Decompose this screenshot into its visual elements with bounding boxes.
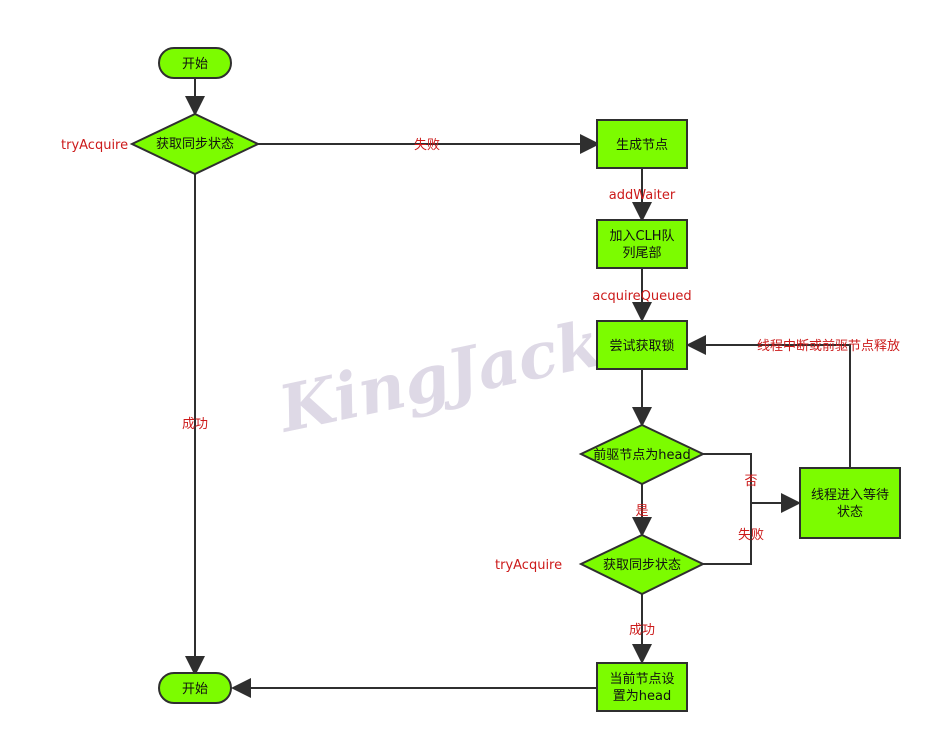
wait-state-label-line-1: 线程进入等待 (811, 487, 889, 503)
generate-node-box (596, 119, 688, 169)
enqueue-node-label-line-2: 列尾部 (622, 246, 661, 261)
set-head-box (596, 662, 688, 712)
acquire-queued-label: acquireQueued (592, 289, 691, 304)
try-acquire-label-left: tryAcquire (61, 138, 128, 153)
yes-label: 是 (635, 504, 648, 519)
set-head-label-line-1: 当前节点设 (609, 671, 674, 687)
end-node-label: 开始 (182, 682, 208, 697)
pred-is-head-decision (578, 423, 706, 486)
enqueue-node-box (596, 219, 688, 269)
acquire-sync-decision-2 (578, 533, 706, 596)
wait-state-box (799, 467, 901, 539)
acquire-sync-decision-2-label: 获取同步状态 (603, 558, 681, 573)
set-head-label-line-2: 置为head (613, 689, 671, 704)
acquire-sync-decision-1 (129, 112, 261, 176)
watermark-text: KingJack (271, 306, 608, 448)
start-node (158, 47, 232, 79)
acquire-sync-decision-1-label: 获取同步状态 (156, 137, 234, 152)
success-label-left: 成功 (182, 417, 208, 432)
fail-label-top: 失败 (414, 138, 440, 153)
interrupt-or-release-label: 线程中断或前驱节点释放 (757, 338, 900, 354)
edge-wait-to-try-lock (686, 335, 851, 467)
add-waiter-label: addWaiter (609, 188, 676, 203)
enqueue-node-label-line-1: 加入CLH队 (609, 229, 674, 244)
try-acquire-label-bottom: tryAcquire (495, 558, 562, 573)
try-lock-box (596, 320, 688, 370)
edge-fail-branch-merge (703, 453, 752, 565)
pred-is-head-label: 前驱节点为head (593, 447, 690, 463)
start-node-label: 开始 (182, 57, 208, 72)
end-node (158, 672, 232, 704)
fail-label-right: 失败 (738, 528, 764, 543)
success-label-bottom: 成功 (629, 623, 655, 638)
no-label: 否 (744, 474, 757, 489)
generate-node-label: 生成节点 (616, 138, 668, 153)
try-lock-label: 尝试获取锁 (609, 338, 674, 354)
wait-state-label-line-2: 状态 (837, 505, 863, 520)
